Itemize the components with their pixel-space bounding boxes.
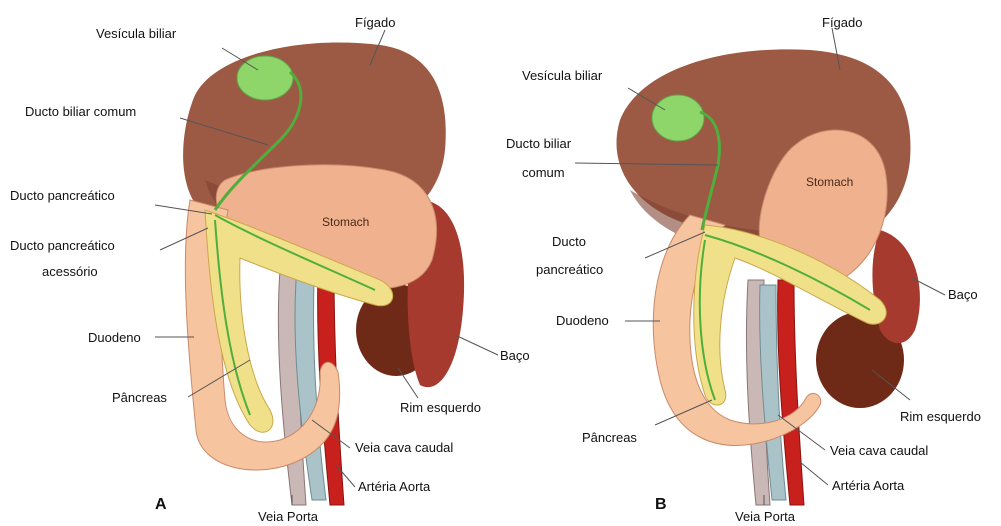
stomach-label-a: Stomach [322,215,369,229]
liver-label-b: Fígado [822,15,862,30]
left-kidney-label-a: Rim esquerdo [400,400,481,415]
stomach-label-b: Stomach [806,175,853,189]
panel-letter-b: B [655,496,667,513]
spleen-label-b: Baço [948,287,978,302]
liver-label-a: Fígado [355,15,395,30]
vena-cava-label-a: Veia cava caudal [355,440,453,455]
common-bile-duct-label-b-line2: comum [522,165,565,180]
common-bile-duct-label-a: Ducto biliar comum [25,104,136,119]
pancreatic-duct-label-b-line1: Ducto [552,234,586,249]
panel-letter-a: A [155,496,167,513]
portal-vein-label-b: Veia Porta [735,509,796,524]
gallbladder-label-b: Vesícula biliar [522,68,603,83]
left-kidney-label-b: Rim esquerdo [900,409,981,424]
spleen-label-a: Baço [500,348,530,363]
spleen-b [872,230,920,343]
gallbladder-b [652,95,704,141]
panel-b: Stomach Vesícula biliar Fígado Ducto bil… [506,15,981,524]
panel-a: Stomach Vesícula biliar Fígado Ducto bil… [10,15,530,524]
aorta-label-a: Artéria Aorta [358,479,431,494]
pancreas-label-a: Pâncreas [112,390,167,405]
accessory-duct-label-a-line1: Ducto pancreático [10,238,115,253]
gallbladder-label-a: Vesícula biliar [96,26,177,41]
pancreatic-duct-label-b-line2: pancreático [536,262,603,277]
duodenum-label-b: Duodeno [556,313,609,328]
pancreatic-duct-label-a: Ducto pancreático [10,188,115,203]
portal-vein-label-a: Veia Porta [258,509,319,524]
vena-cava-label-b: Veia cava caudal [830,443,928,458]
duodenum-label-a: Duodeno [88,330,141,345]
accessory-duct-label-a-line2: acessório [42,264,98,279]
aorta-label-b: Artéria Aorta [832,478,905,493]
common-bile-duct-label-b-line1: Ducto biliar [506,136,572,151]
pancreas-label-b: Pâncreas [582,430,637,445]
